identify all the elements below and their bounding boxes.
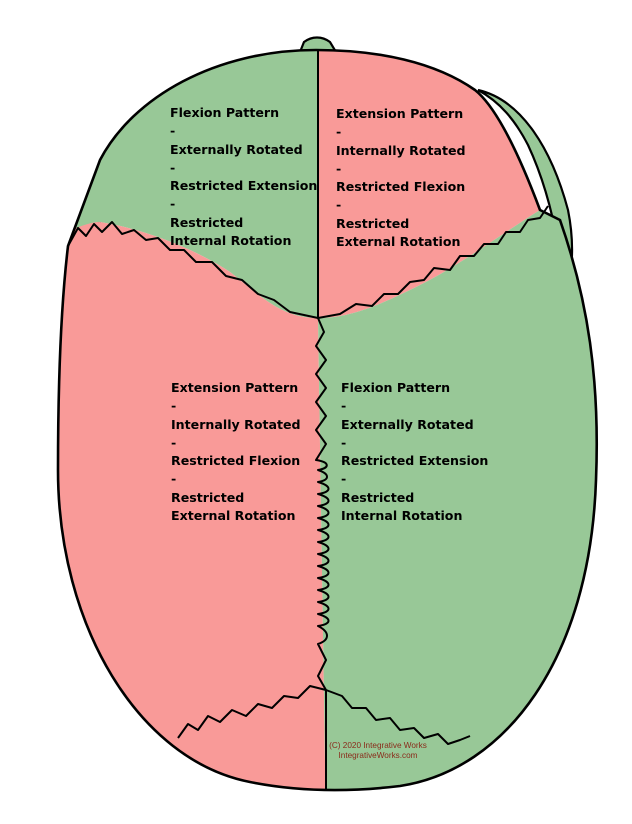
copyright-line-1: (C) 2020 Integrative Works <box>329 741 427 750</box>
region-line: Flexion Pattern <box>341 380 451 395</box>
region-line: Internally Rotated <box>171 416 301 432</box>
region-line: Internal Rotation <box>170 233 292 249</box>
region-line: - <box>171 434 177 450</box>
region-line: External Rotation <box>336 234 461 250</box>
top-nub <box>298 36 338 54</box>
region-line: Restricted Extension <box>341 453 489 469</box>
region-line: - <box>336 124 342 140</box>
region-line: Restricted Flexion <box>336 179 466 195</box>
region-line: - <box>171 398 177 414</box>
region-line: Restricted <box>171 489 245 505</box>
region-line: - <box>171 471 177 487</box>
sagittal-suture <box>315 317 330 691</box>
region-line: Internal Rotation <box>341 508 463 524</box>
region-line: External Rotation <box>171 508 296 524</box>
region-line: - <box>170 196 176 212</box>
region-line: - <box>341 398 347 414</box>
region-line: Restricted <box>341 489 415 505</box>
coronal-suture-left <box>67 221 319 319</box>
region-line: - <box>336 197 342 213</box>
region-line: Restricted Flexion <box>171 453 301 469</box>
region-line: - <box>341 434 347 450</box>
region-line: Extension Pattern <box>171 380 299 395</box>
region-line: Internally Rotated <box>336 142 466 158</box>
lambdoid-suture-right <box>325 689 471 745</box>
region-line: Externally Rotated <box>170 141 303 157</box>
region-line: Flexion Pattern <box>170 105 280 120</box>
lambdoid-suture-left <box>177 685 327 739</box>
region-line: Restricted <box>170 214 244 230</box>
coronal-suture-right <box>317 205 549 319</box>
upper-right-text: Extension Pattern - Internally Rotated - Res… <box>336 105 466 251</box>
lower-left-text: Extension Pattern - Internally Rotated - Res… <box>171 379 301 525</box>
copyright-line-2: IntegrativeWorks.com <box>338 751 418 760</box>
lower-right-text: Flexion Pattern - Externally Rotated - Restr… <box>341 379 488 525</box>
region-line: Restricted <box>336 215 410 231</box>
region-line: Restricted Extension <box>170 178 318 194</box>
skull-outline <box>56 48 599 792</box>
region-line: - <box>336 160 342 176</box>
region-line: Externally Rotated <box>341 416 474 432</box>
region-line: - <box>341 471 347 487</box>
region-line: - <box>170 159 176 175</box>
upper-left-text: Flexion Pattern - Externally Rotated - Restr… <box>170 104 317 250</box>
region-line: Extension Pattern <box>336 106 464 121</box>
region-line: - <box>170 123 176 139</box>
copyright-notice: (C) 2020 Integrative Works IntegrativeWo… <box>312 741 444 761</box>
